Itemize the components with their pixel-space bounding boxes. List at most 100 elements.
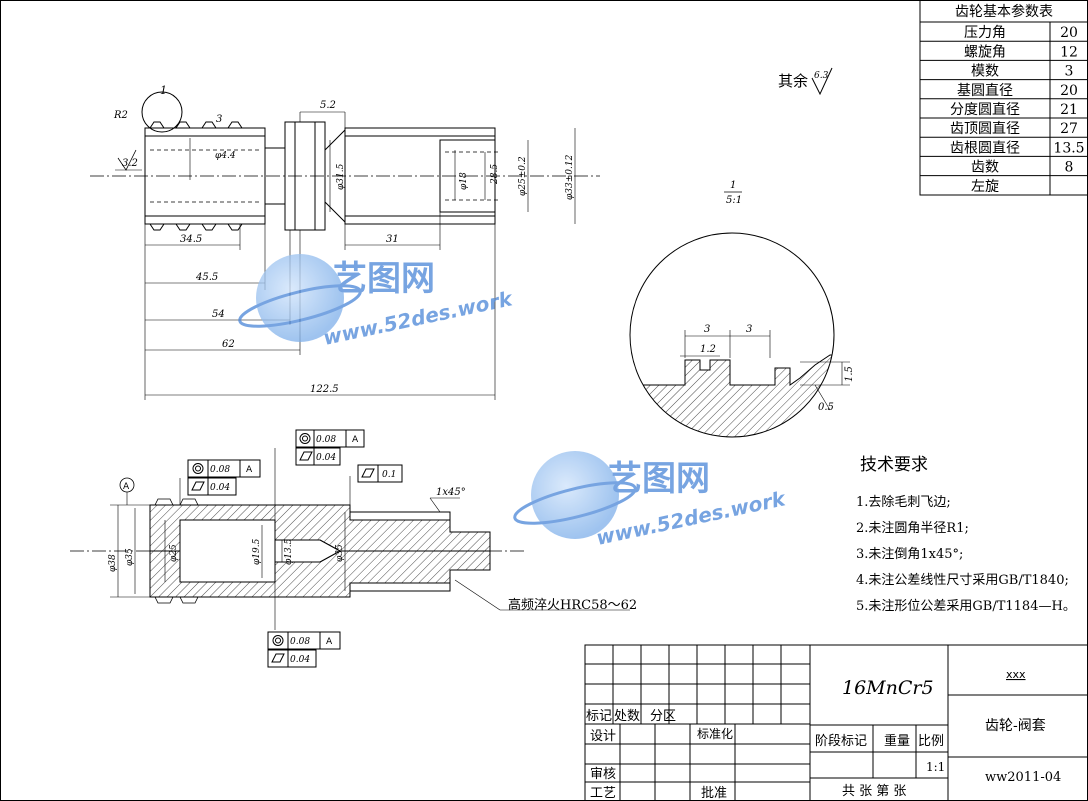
concentricity-icon [272, 635, 284, 646]
label-approve: 批准 [701, 786, 727, 801]
dim-3: 3 [216, 114, 222, 125]
watermark-2: 艺图网 www.52des.work [513, 451, 789, 550]
label-process: 工艺 [590, 786, 616, 801]
param-label: 分度圆直径 [950, 101, 1020, 118]
watermark-cn-2: 艺图网 [608, 459, 710, 499]
cylindricity-icon [271, 653, 285, 663]
dim-455: 45.5 [195, 272, 218, 283]
detail-dim-05: 0.5 [818, 402, 834, 413]
watermark-cn-1: 艺图网 [333, 259, 435, 299]
param-label: 齿顶圆直径 [950, 120, 1020, 137]
dim-31: 31 [386, 234, 399, 245]
fcf-1-datum: A [352, 435, 359, 445]
fcf-2-value2: 0.04 [210, 483, 230, 493]
roughness-symbol-icon [811, 67, 833, 96]
dim-phi315: φ31.5 [336, 163, 346, 190]
detail-dim-15: 1.5 [844, 366, 855, 382]
param-value: 3 [1065, 64, 1074, 80]
roughness-note-text: 其余 [778, 72, 808, 90]
watermark-globe-icon [531, 451, 619, 539]
fcf-1-value2: 0.04 [316, 453, 336, 463]
roughness-note: 其余 6.3 [778, 67, 833, 96]
tech-item: 4.未注公差线性尺寸采用GB/T1840; [856, 573, 1069, 588]
param-label: 压力角 [964, 25, 1006, 41]
fcf-2-value: 0.08 [210, 465, 230, 475]
section-view: A 1x45° 高频淬火HRC58～62 φ38 φ35 φ25 φ19.5 φ… [70, 429, 637, 668]
fcf-4-value: 0.08 [290, 637, 310, 647]
param-value: 8 [1065, 160, 1074, 176]
dim-phi38: φ38 [108, 554, 118, 572]
detail-view: 1 5:1 3 3 1.2 1.5 0.5 [629, 180, 855, 438]
chamfer-note: 1x45° [436, 487, 466, 498]
label-mark: 标记 [586, 709, 612, 724]
fcf-4: 0.08 A 0.04 [267, 631, 341, 668]
dim-1225: 122.5 [310, 384, 339, 395]
fcf-1: 0.08 A 0.04 [295, 429, 365, 466]
datum-a: A [123, 482, 130, 492]
top-view-labels: 1 R2 3.2 3 5.2 φ4.4 φ31.5 φ18 28.5 φ25±0… [113, 84, 575, 395]
label-zone: 分区 [650, 709, 676, 724]
label-stage: 阶段标记 [815, 734, 867, 749]
detail-dim-3b: 3 [746, 324, 752, 335]
concentricity-icon [192, 463, 204, 474]
dim-phi44: φ4.4 [215, 151, 236, 161]
label-sheets: 共 张 第 张 [842, 784, 906, 799]
dim-phi25-section: φ25 [169, 544, 179, 562]
title-block-labels: 16MnCr5 xxx 齿轮-阀套 ww2011-04 标记 处数 分区 设计 … [586, 668, 1061, 801]
detail-scale-num: 1 [730, 180, 736, 191]
detail-scale-den: 5:1 [726, 195, 742, 206]
detail-dim-12: 1.2 [700, 344, 716, 355]
label-count: 处数 [614, 709, 640, 724]
watermark-globe-icon [256, 254, 344, 342]
roughness-symbol-value: 6.3 [814, 71, 829, 81]
fcf-4-datum: A [326, 637, 333, 647]
tech-item: 5.未注形位公差采用GB/T1184—H。 [856, 599, 1076, 614]
dim-345: 34.5 [180, 234, 202, 245]
dim-phi33: φ33±0.12 [565, 154, 575, 200]
hardening-note: 高频淬火HRC58～62 [508, 597, 637, 613]
fcf-3-value: 0.1 [382, 470, 396, 480]
tech-item: 3.未注倒角1x45°; [856, 547, 963, 562]
dim-phi25: φ25±0.2 [518, 156, 528, 196]
fcf-3: 0.1 [357, 464, 403, 483]
fcf-2-datum: A [246, 465, 253, 475]
title-block [584, 644, 1088, 801]
fcf-2: 0.08 A 0.04 [187, 459, 261, 496]
param-value: 27 [1060, 121, 1078, 137]
cylindricity-icon [361, 468, 375, 478]
scale-value: 1:1 [926, 760, 945, 774]
dim-phi18: φ18 [459, 172, 469, 190]
params-title: 齿轮基本参数表 [955, 3, 1053, 20]
label-weight: 重量 [884, 733, 910, 749]
dim-52: 5.2 [320, 100, 336, 111]
param-value: 20 [1060, 25, 1078, 41]
dim-62: 62 [222, 339, 235, 350]
dim-285: 28.5 [490, 164, 500, 185]
param-label: 模数 [971, 64, 999, 80]
param-label: 螺旋角 [964, 44, 1006, 60]
concentricity-icon [299, 433, 311, 444]
tech-item: 1.去除毛刺飞边; [856, 495, 951, 510]
dim-phi35a: φ35 [125, 548, 135, 566]
param-label: 基圆直径 [957, 82, 1013, 99]
part-name: 齿轮-阀套 [985, 718, 1046, 734]
param-label: 齿数 [971, 160, 999, 176]
detail-dim-3a: 3 [704, 324, 710, 335]
fcf-4-value2: 0.04 [290, 655, 310, 665]
dim-rough-32: 3.2 [122, 158, 138, 169]
watermark-1: 艺图网 www.52des.work [238, 254, 516, 350]
label-standard: 标准化 [697, 727, 733, 741]
param-label: 左旋 [971, 179, 999, 195]
company: xxx [1006, 668, 1026, 681]
param-value: 13.5 [1053, 140, 1084, 156]
top-view [90, 91, 600, 400]
label-scale: 比例 [918, 734, 944, 749]
material: 16MnCr5 [842, 677, 934, 699]
fcf-1-value: 0.08 [316, 435, 336, 445]
dim-54: 54 [212, 309, 225, 320]
dim-r2: R2 [113, 110, 128, 121]
tech-title: 技术要求 [860, 455, 928, 475]
cylindricity-icon [299, 451, 313, 461]
